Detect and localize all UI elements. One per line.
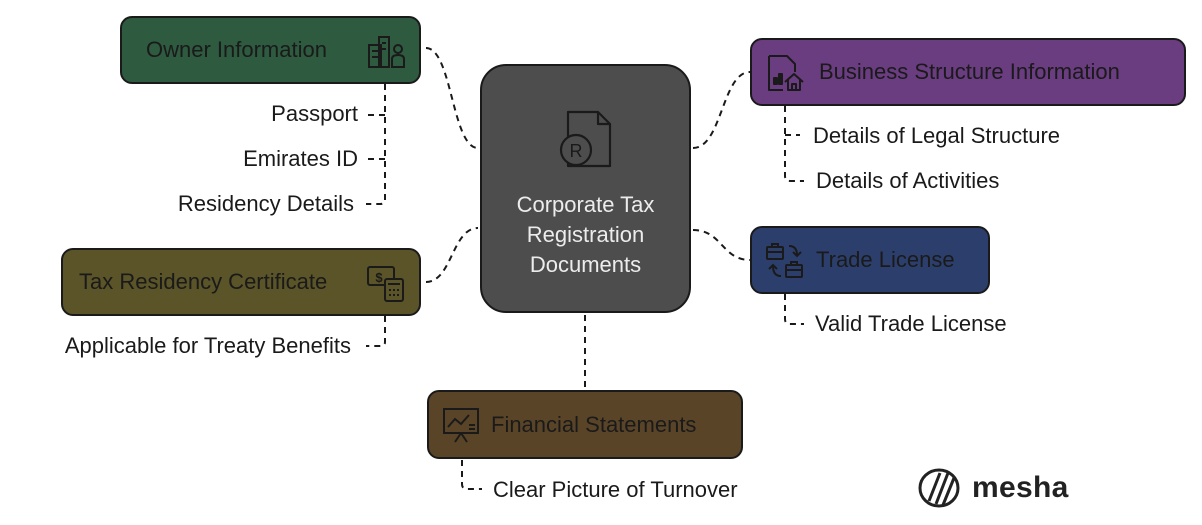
financial-statements-node: Financial Statements xyxy=(427,390,743,459)
trade-license-node: Trade License xyxy=(750,226,990,294)
business-structure-label: Business Structure Information xyxy=(819,59,1120,84)
briefcase-exchange-icon xyxy=(766,243,803,278)
money-calculator-icon: $ xyxy=(367,266,404,302)
business-structure-node: Business Structure Information xyxy=(750,38,1186,106)
financial-item-turnover: Clear Picture of Turnover xyxy=(493,477,738,502)
svg-text:R: R xyxy=(569,141,582,161)
document-home-icon xyxy=(768,55,804,91)
trade-license-label: Trade License xyxy=(816,247,955,272)
financial-statements-label: Financial Statements xyxy=(491,411,697,437)
presentation-chart-icon xyxy=(443,408,479,443)
business-item-activities: Details of Activities xyxy=(816,168,1000,193)
owner-item-emirates-id: Emirates ID xyxy=(243,146,358,171)
owner-information-label: Owner Information xyxy=(146,37,327,62)
buildings-person-icon xyxy=(368,36,405,68)
svg-text:$: $ xyxy=(375,270,383,285)
brand-name: mesha xyxy=(972,471,1069,504)
brand: mesha xyxy=(918,468,1069,508)
tax-residency-item-treaty-benefits: Applicable for Treaty Benefits xyxy=(64,333,351,358)
trade-item-valid-license: Valid Trade License xyxy=(815,311,1007,336)
owner-information-node: Owner Information xyxy=(120,16,421,84)
center-node: R Corporate Tax Registration Documents xyxy=(480,64,691,313)
center-title: Corporate Tax Registration Documents xyxy=(516,191,655,277)
owner-item-passport: Passport xyxy=(271,101,358,126)
business-item-legal-structure: Details of Legal Structure xyxy=(813,123,1061,148)
mesha-logo-icon xyxy=(918,468,960,508)
owner-item-residency-details: Residency Details xyxy=(177,191,354,216)
tax-residency-certificate-node: Tax Residency Certificate $ xyxy=(61,248,421,316)
tax-residency-certificate-label: Tax Residency Certificate xyxy=(79,269,328,294)
registered-document-icon: R xyxy=(559,110,611,167)
